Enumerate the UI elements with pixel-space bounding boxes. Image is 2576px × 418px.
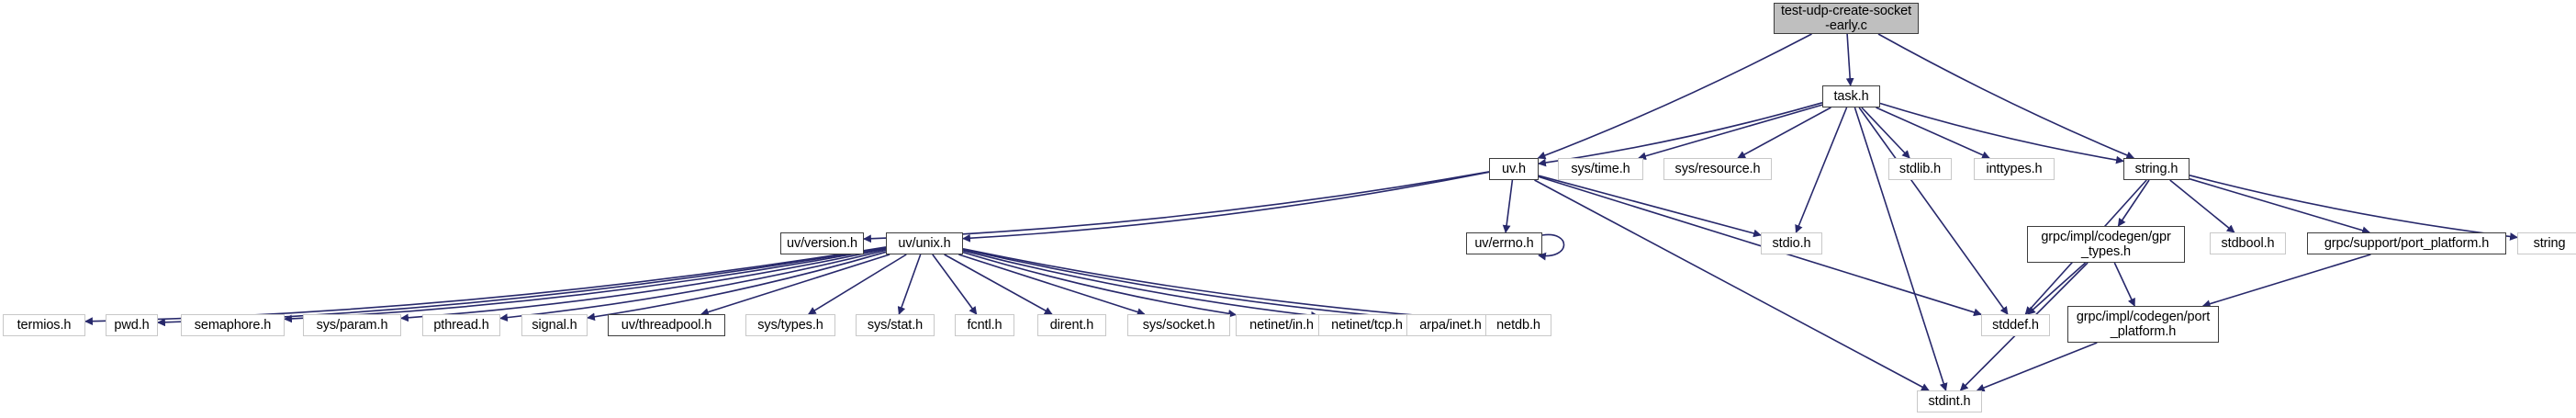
graph-edge-gprtypes-to-stddef: [2027, 262, 2087, 315]
graph-edge-uvunix-to-dirent: [944, 254, 1053, 315]
graph-edge-uvunix-to-netinetin: [962, 251, 1237, 318]
graph-edge-uverrno-to-uverrno: [1538, 233, 1565, 261]
graph-node-sysstat[interactable]: sys/stat.h: [856, 314, 935, 336]
graph-edge-uv-to-uverrno: [1502, 179, 1514, 233]
graph-edge-uvunix-to-syssocket: [958, 254, 1146, 316]
graph-edge-supportport-to-codegenport: [2201, 254, 2371, 308]
graph-edge-root-to-uv: [1537, 33, 1812, 160]
graph-node-stringcpp[interactable]: string: [2517, 232, 2576, 254]
graph-node-uv[interactable]: uv.h: [1489, 158, 1539, 180]
graph-node-arpainet[interactable]: arpa/inet.h: [1406, 314, 1495, 336]
graph-node-pthread[interactable]: pthread.h: [422, 314, 500, 336]
graph-node-sysresource[interactable]: sys/resource.h: [1663, 158, 1772, 180]
graph-edge-task-to-systime: [1638, 104, 1823, 161]
graph-edge-gprtypes-to-codegenport: [2113, 262, 2135, 307]
graph-node-pwd[interactable]: pwd.h: [106, 314, 158, 336]
graph-edge-root-to-task: [1845, 33, 1854, 86]
graph-edge-uvunix-to-fcntl: [932, 254, 978, 315]
graph-node-dirent[interactable]: dirent.h: [1037, 314, 1106, 336]
graph-edge-uvunix-to-pwd: [157, 246, 887, 327]
graph-edge-uvunix-to-pthread: [499, 249, 887, 322]
graph-node-root[interactable]: test-udp-create-socket -early.c: [1774, 3, 1919, 34]
graph-edge-uv-to-stdint: [1534, 179, 1930, 391]
graph-node-string_h[interactable]: string.h: [2123, 158, 2190, 180]
graph-node-stdbool[interactable]: stdbool.h: [2210, 232, 2286, 254]
graph-edge-string_h-to-supportport: [2189, 177, 2370, 234]
graph-edge-uvunix-to-arpainet: [962, 248, 1407, 322]
graph-node-inttypes[interactable]: inttypes.h: [1974, 158, 2055, 180]
graph-edge-uv-to-uvversion: [863, 171, 1490, 243]
graph-node-sysparam[interactable]: sys/param.h: [303, 314, 401, 336]
graph-edge-string_h-to-stdbool: [2169, 179, 2235, 233]
graph-edge-task-to-stddef: [1858, 107, 2009, 315]
graph-edge-uv-to-uvunix: [962, 171, 1490, 243]
graph-edge-uvunix-to-netdb: [962, 248, 1486, 324]
graph-edge-uvunix-to-signal: [587, 251, 887, 322]
graph-node-systime[interactable]: sys/time.h: [1558, 158, 1643, 180]
graph-node-netinetin[interactable]: netinet/in.h: [1236, 314, 1327, 336]
graph-edge-root-to-string_h: [1877, 33, 2135, 160]
graph-edge-task-to-stdlib: [1861, 107, 1910, 159]
graph-node-uvthreadpool[interactable]: uv/threadpool.h: [608, 314, 725, 336]
graph-node-stdlib[interactable]: stdlib.h: [1888, 158, 1952, 180]
graph-edge-uvunix-to-uvthreadpool: [700, 254, 890, 316]
graph-edge-task-to-string_h: [1879, 102, 2124, 164]
graph-node-gprtypes[interactable]: grpc/impl/codegen/gpr _types.h: [2027, 226, 2185, 263]
graph-edge-task-to-stdint: [1854, 107, 1948, 391]
graph-edge-task-to-uv: [1538, 102, 1823, 167]
graph-node-task[interactable]: task.h: [1822, 85, 1880, 107]
graph-node-netinettcp[interactable]: netinet/tcp.h: [1318, 314, 1416, 336]
graph-edge-task-to-sysresource: [1737, 107, 1831, 159]
graph-edge-uv-to-stdio: [1538, 175, 1762, 238]
graph-edge-uvunix-to-semaphore: [284, 247, 887, 323]
graph-node-termios[interactable]: termios.h: [3, 314, 85, 336]
graph-node-codegenport[interactable]: grpc/impl/codegen/port _platform.h: [2067, 306, 2219, 343]
graph-edge-uv-to-stddef: [1538, 175, 1982, 317]
graph-node-semaphore[interactable]: semaphore.h: [181, 314, 285, 336]
graph-node-netdb[interactable]: netdb.h: [1485, 314, 1551, 336]
graph-node-signal[interactable]: signal.h: [521, 314, 588, 336]
graph-edge-codegenport-to-stdint: [1976, 342, 2098, 392]
graph-edge-uvunix-to-netinettcp: [962, 250, 1319, 320]
graph-edge-string_h-to-gprtypes: [2117, 179, 2150, 227]
graph-node-uvunix[interactable]: uv/unix.h: [886, 232, 963, 254]
edges-group: [84, 33, 2518, 392]
graph-node-uvversion[interactable]: uv/version.h: [780, 232, 864, 254]
graph-edge-string_h-to-stringcpp: [2189, 175, 2518, 241]
graph-node-syssocket[interactable]: sys/socket.h: [1127, 314, 1230, 336]
graph-edge-uvunix-to-sysstat: [897, 254, 922, 315]
graph-node-systypes[interactable]: sys/types.h: [745, 314, 835, 336]
graph-node-fcntl[interactable]: fcntl.h: [955, 314, 1014, 336]
graph-edge-task-to-stdio: [1795, 107, 1848, 233]
graph-edge-uvunix-to-sysparam: [400, 248, 887, 322]
graph-node-uverrno[interactable]: uv/errno.h: [1466, 232, 1542, 254]
graph-node-stddef[interactable]: stddef.h: [1981, 314, 2050, 336]
graph-edge-task-to-inttypes: [1876, 107, 1990, 159]
graph-node-supportport[interactable]: grpc/support/port_platform.h: [2307, 232, 2506, 254]
graph-node-stdint[interactable]: stdint.h: [1917, 390, 1982, 412]
graph-node-stdio[interactable]: stdio.h: [1761, 232, 1822, 254]
graph-edge-uvunix-to-systypes: [807, 254, 907, 315]
